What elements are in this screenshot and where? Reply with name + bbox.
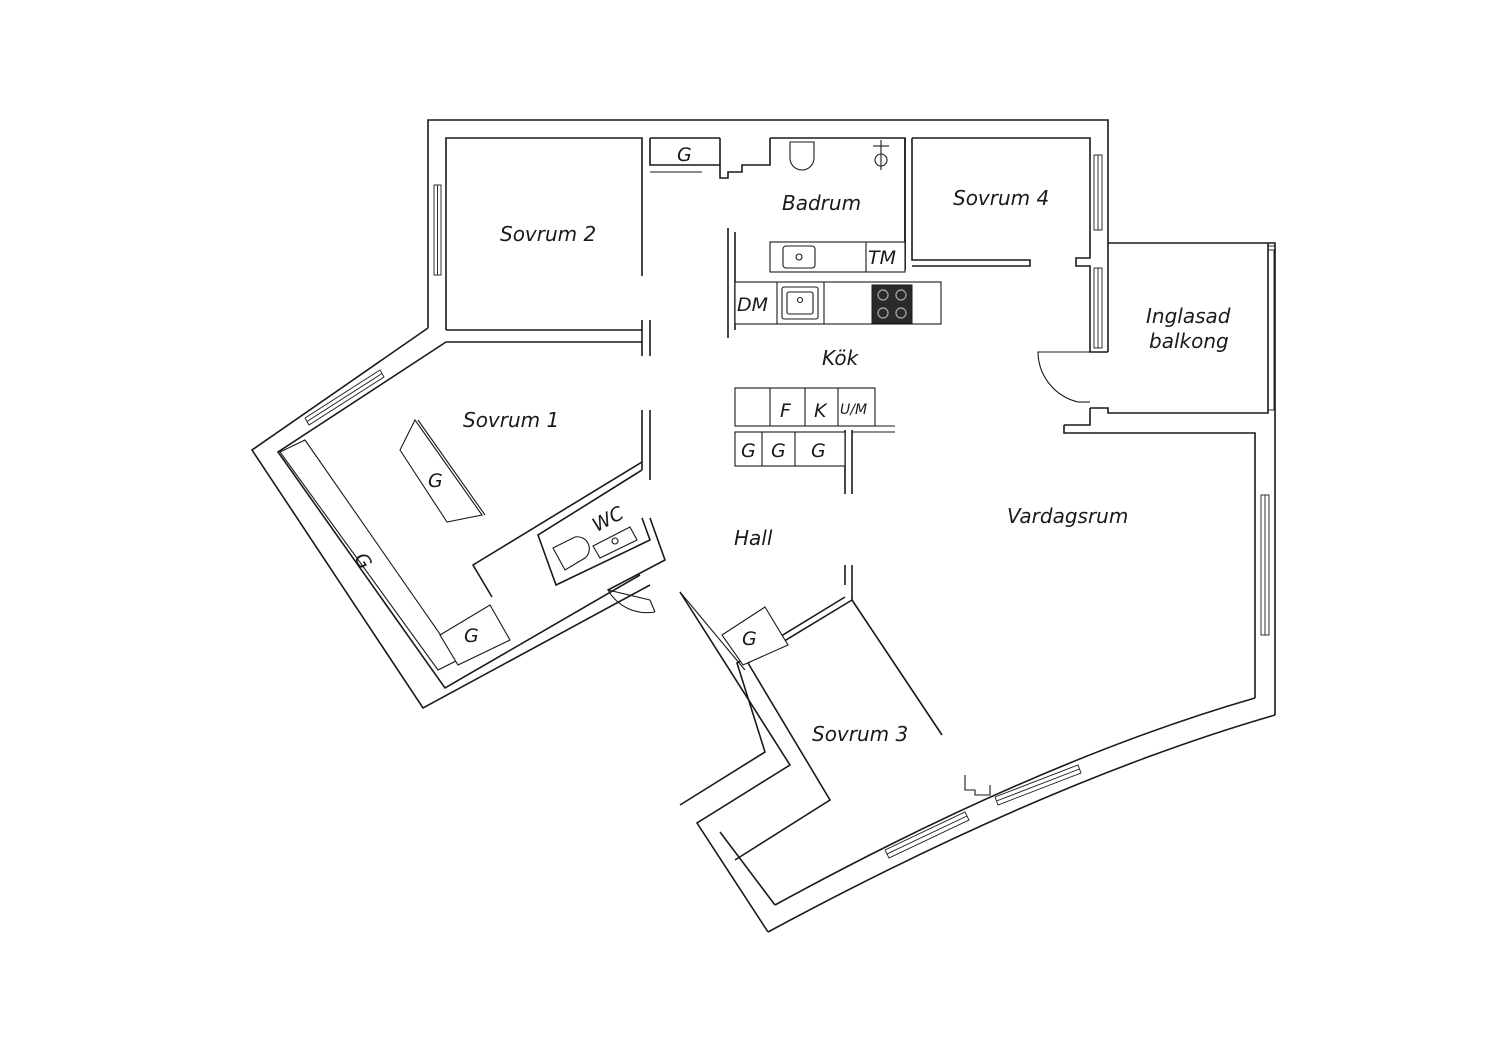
label-g-closet-top: G — [677, 144, 692, 166]
label-sovrum-1: Sovrum 1 — [463, 408, 559, 432]
outer-walls — [250, 119, 1276, 933]
label-kok: Kök — [822, 346, 860, 370]
label-vardagsrum: Vardagsrum — [1007, 504, 1128, 528]
room-labels: Sovrum 2 Sovrum 1 Sovrum 4 Sovrum 3 Badr… — [463, 186, 1231, 746]
label-k: K — [814, 400, 828, 422]
label-tm: TM — [868, 247, 896, 269]
label-balkong-line2: balkong — [1149, 329, 1229, 353]
doors — [606, 351, 1090, 671]
label-sovrum-4: Sovrum 4 — [953, 186, 1049, 210]
label-g-wardrobe-3: G — [811, 440, 826, 462]
label-dm: DM — [737, 294, 768, 316]
label-g-hall: G — [742, 628, 757, 650]
label-sovrum-2: Sovrum 2 — [500, 222, 596, 246]
label-g-small: G — [464, 625, 479, 647]
label-sovrum-3: Sovrum 3 — [812, 722, 908, 746]
label-g-wardrobe-1: G — [741, 440, 756, 462]
fixtures — [279, 140, 942, 671]
label-um: U/M — [840, 402, 867, 418]
label-g-wardrobe-2: G — [771, 440, 786, 462]
windows — [304, 154, 1275, 859]
label-balkong-line1: Inglasad — [1146, 304, 1231, 328]
label-g-sovrum1: G — [428, 470, 443, 492]
label-hall: Hall — [734, 526, 773, 550]
interior-walls — [276, 137, 1275, 861]
label-f: F — [780, 400, 792, 422]
label-badrum: Badrum — [782, 191, 861, 215]
